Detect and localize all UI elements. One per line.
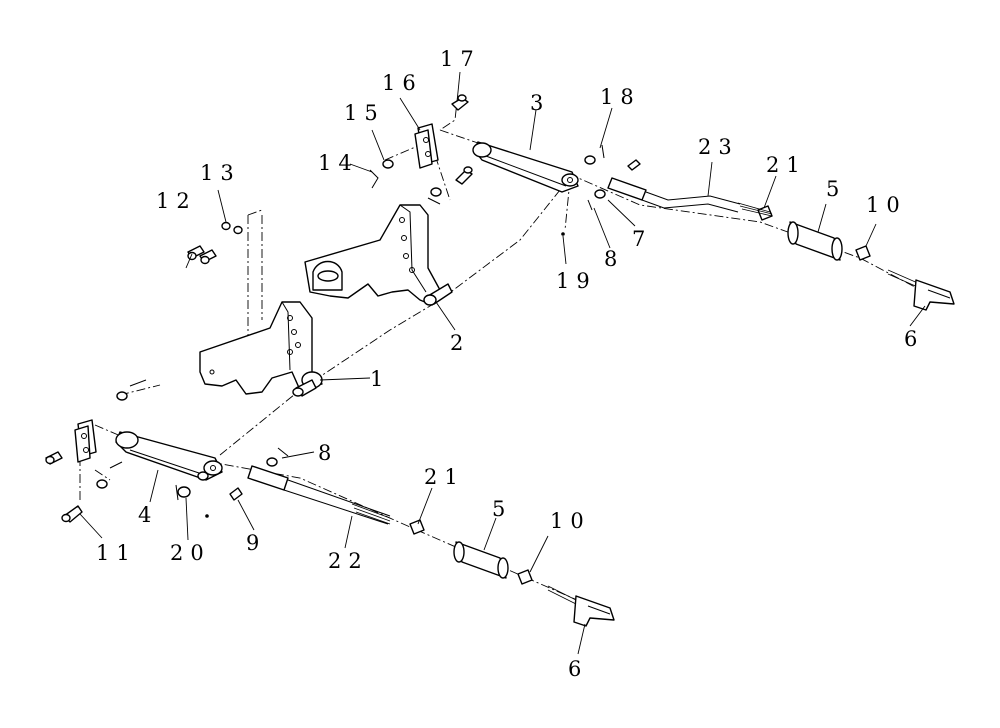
callout-17: 17 [440, 47, 481, 71]
callout-4: 4 [138, 503, 158, 527]
callout-11: 11 [96, 541, 137, 565]
callout-13: 13 [200, 161, 241, 185]
adjuster-sleeve-lower [453, 541, 509, 579]
link-arm-4 [115, 431, 223, 481]
callout-labels: 1 2 3 4 5 5 6 6 7 8 8 9 10 10 11 12 13 1… [96, 47, 924, 681]
callout-3: 3 [530, 91, 550, 115]
yoke-end-upper [887, 269, 955, 311]
callout-23: 23 [698, 135, 739, 159]
callout-10-upper: 10 [866, 193, 907, 217]
adjusting-rod-22 [247, 465, 391, 525]
callout-7: 7 [632, 227, 652, 251]
clevis-plate-upper [414, 123, 439, 169]
callout-2: 2 [450, 331, 470, 355]
callout-20: 20 [170, 541, 211, 565]
callout-12: 12 [156, 189, 197, 213]
adjusting-rod-23 [607, 177, 773, 217]
callout-15: 15 [344, 101, 385, 125]
support-bracket-1 [199, 301, 323, 397]
fasteners [45, 94, 871, 585]
callout-8-upper: 8 [604, 247, 624, 271]
callout-18: 18 [600, 85, 641, 109]
callout-10-lower: 10 [550, 509, 591, 533]
callout-5-lower: 5 [492, 497, 512, 521]
callout-16: 16 [382, 71, 423, 95]
callout-6-lower: 6 [568, 657, 588, 681]
callout-1: 1 [370, 367, 390, 391]
callout-21-lower: 21 [424, 465, 465, 489]
callout-8-lower: 8 [318, 441, 338, 465]
support-bracket-2 [304, 204, 453, 306]
callout-21-upper: 21 [766, 153, 807, 177]
callout-5-upper: 5 [826, 177, 846, 201]
leader-lines [79, 71, 926, 655]
yoke-end-lower [547, 585, 615, 627]
link-arm-3 [472, 141, 579, 193]
callout-6-upper: 6 [904, 327, 924, 351]
callout-14: 14 [318, 151, 359, 175]
adjuster-sleeve-upper [787, 221, 843, 261]
callout-19: 19 [556, 269, 597, 293]
callout-9: 9 [246, 531, 266, 555]
callout-22: 22 [328, 549, 369, 573]
clevis-plate-lower [74, 419, 97, 463]
